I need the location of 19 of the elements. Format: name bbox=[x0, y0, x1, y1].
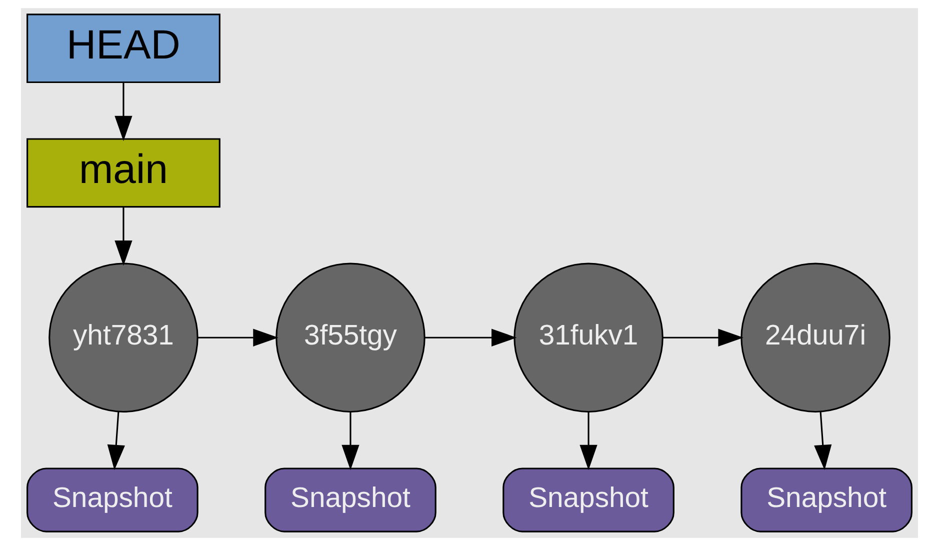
arrow bbox=[114, 82, 132, 142]
arrow bbox=[197, 328, 278, 346]
node-box: Snapshot bbox=[264, 468, 436, 532]
node-circle: 31fukv1 bbox=[513, 262, 663, 413]
node-circle: 24duu7i bbox=[740, 262, 890, 413]
node-box: HEAD bbox=[26, 14, 220, 84]
arrow bbox=[106, 412, 124, 470]
arrow bbox=[424, 328, 516, 346]
arrow bbox=[662, 328, 743, 346]
node-circle: 3f55tgy bbox=[275, 262, 425, 413]
node-box: Snapshot bbox=[502, 468, 674, 532]
node-box: Snapshot bbox=[740, 468, 912, 532]
node-box: Snapshot bbox=[26, 468, 198, 532]
node-box: main bbox=[26, 138, 220, 208]
arrow bbox=[341, 412, 359, 470]
arrow bbox=[579, 412, 597, 470]
node-circle: yht7831 bbox=[48, 262, 198, 413]
arrow bbox=[814, 412, 832, 470]
arrow bbox=[114, 207, 132, 266]
